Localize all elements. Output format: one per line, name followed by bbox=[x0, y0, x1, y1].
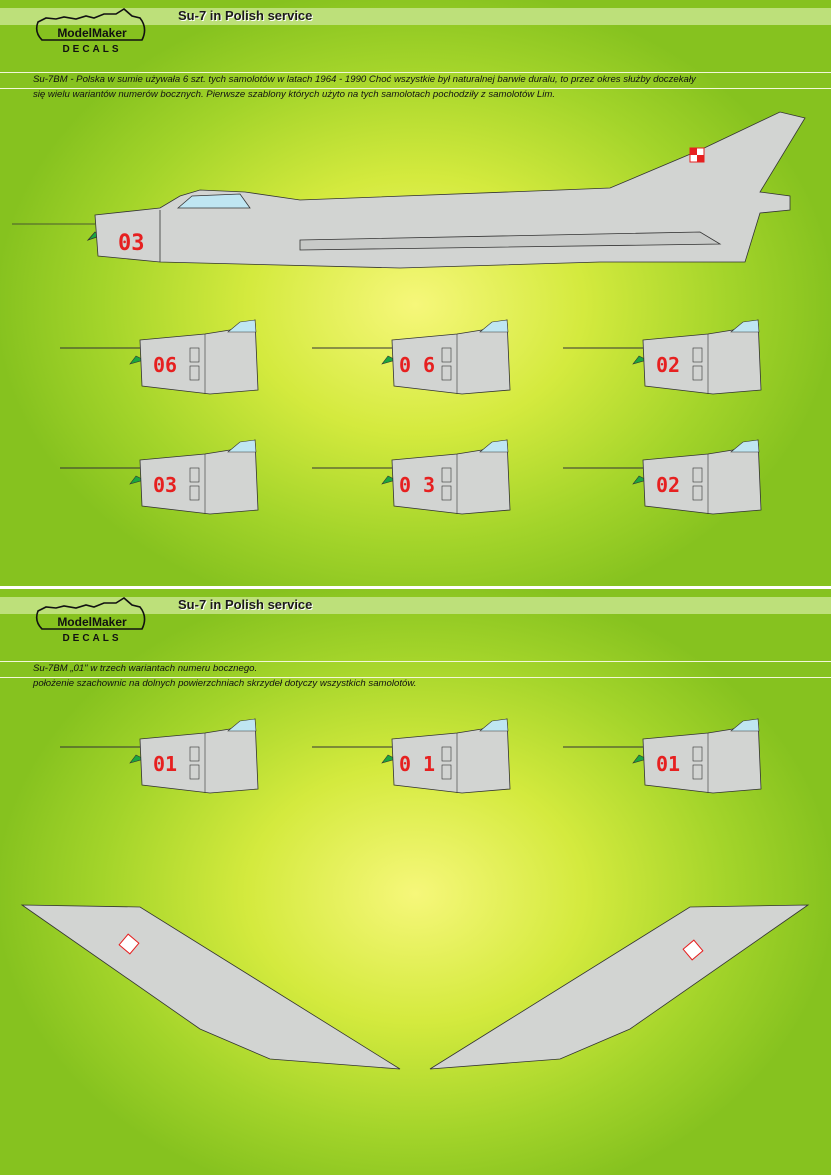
svg-text:ModelMaker: ModelMaker bbox=[57, 615, 127, 629]
divider bbox=[0, 677, 831, 678]
nose-section: 06 bbox=[60, 319, 259, 395]
wing-undersides bbox=[20, 904, 810, 1070]
decal-sheet-panel-2: ModelMaker DECALS Su-7 in Polish service… bbox=[0, 589, 831, 1175]
divider bbox=[0, 72, 831, 73]
description-line: Su-7BM - Polska w sumie używała 6 szt. t… bbox=[33, 74, 696, 85]
polish-checkerboard bbox=[118, 933, 704, 961]
page-title: Su-7 in Polish service bbox=[178, 597, 313, 612]
tactical-number: 0 6 bbox=[399, 353, 435, 377]
divider bbox=[0, 661, 831, 662]
drop-tank bbox=[299, 231, 722, 251]
modelmaker-logo: ModelMaker DECALS bbox=[35, 597, 146, 643]
nose-section: 0 3 bbox=[312, 439, 511, 515]
page-title: Su-7 in Polish service bbox=[178, 8, 313, 23]
svg-text:DECALS: DECALS bbox=[62, 44, 121, 54]
tactical-number: 01 bbox=[153, 752, 177, 776]
nose-section: 03 bbox=[60, 439, 259, 515]
description-line: się wielu wariantów numerów bocznych. Pi… bbox=[33, 89, 556, 100]
tactical-number: 06 bbox=[153, 353, 177, 377]
nose-section: 01 bbox=[60, 718, 259, 794]
tactical-number: 03 bbox=[153, 473, 177, 497]
nose-section: 02 bbox=[563, 319, 762, 395]
tactical-number: 0 3 bbox=[399, 473, 435, 497]
header-band bbox=[0, 597, 831, 614]
tactical-number: 01 bbox=[656, 752, 680, 776]
nose-section: 0 1 bbox=[312, 718, 511, 794]
description-line: położenie szachownic na dolnych powierzc… bbox=[33, 678, 417, 689]
decal-sheet-panel-1: ModelMaker DECALS Su-7 in Polish service… bbox=[0, 0, 831, 586]
modelmaker-logo: ModelMaker DECALS bbox=[35, 8, 146, 54]
nose-variants: 06 0 6 02 03 0 3 02 bbox=[60, 319, 762, 515]
svg-text:ModelMaker: ModelMaker bbox=[57, 26, 127, 40]
canopy bbox=[176, 193, 251, 209]
divider bbox=[0, 88, 831, 89]
left-wing bbox=[20, 904, 401, 1070]
tactical-number: 02 bbox=[656, 353, 680, 377]
nose-section: 01 bbox=[563, 718, 762, 794]
nose-variants: 01 0 1 01 bbox=[60, 718, 762, 794]
nose-section: 0 6 bbox=[312, 319, 511, 395]
tactical-number: 0 1 bbox=[399, 752, 435, 776]
svg-text:DECALS: DECALS bbox=[62, 633, 121, 643]
tactical-number: 02 bbox=[656, 473, 680, 497]
right-wing bbox=[429, 904, 810, 1070]
aircraft-profile: 03 bbox=[12, 111, 806, 269]
description-line: Su-7BM „01" w trzech wariantach numeru b… bbox=[33, 663, 258, 674]
nose-section: 02 bbox=[563, 439, 762, 515]
header-band bbox=[0, 8, 831, 25]
fuselage bbox=[94, 111, 806, 269]
tactical-number: 03 bbox=[118, 231, 145, 256]
